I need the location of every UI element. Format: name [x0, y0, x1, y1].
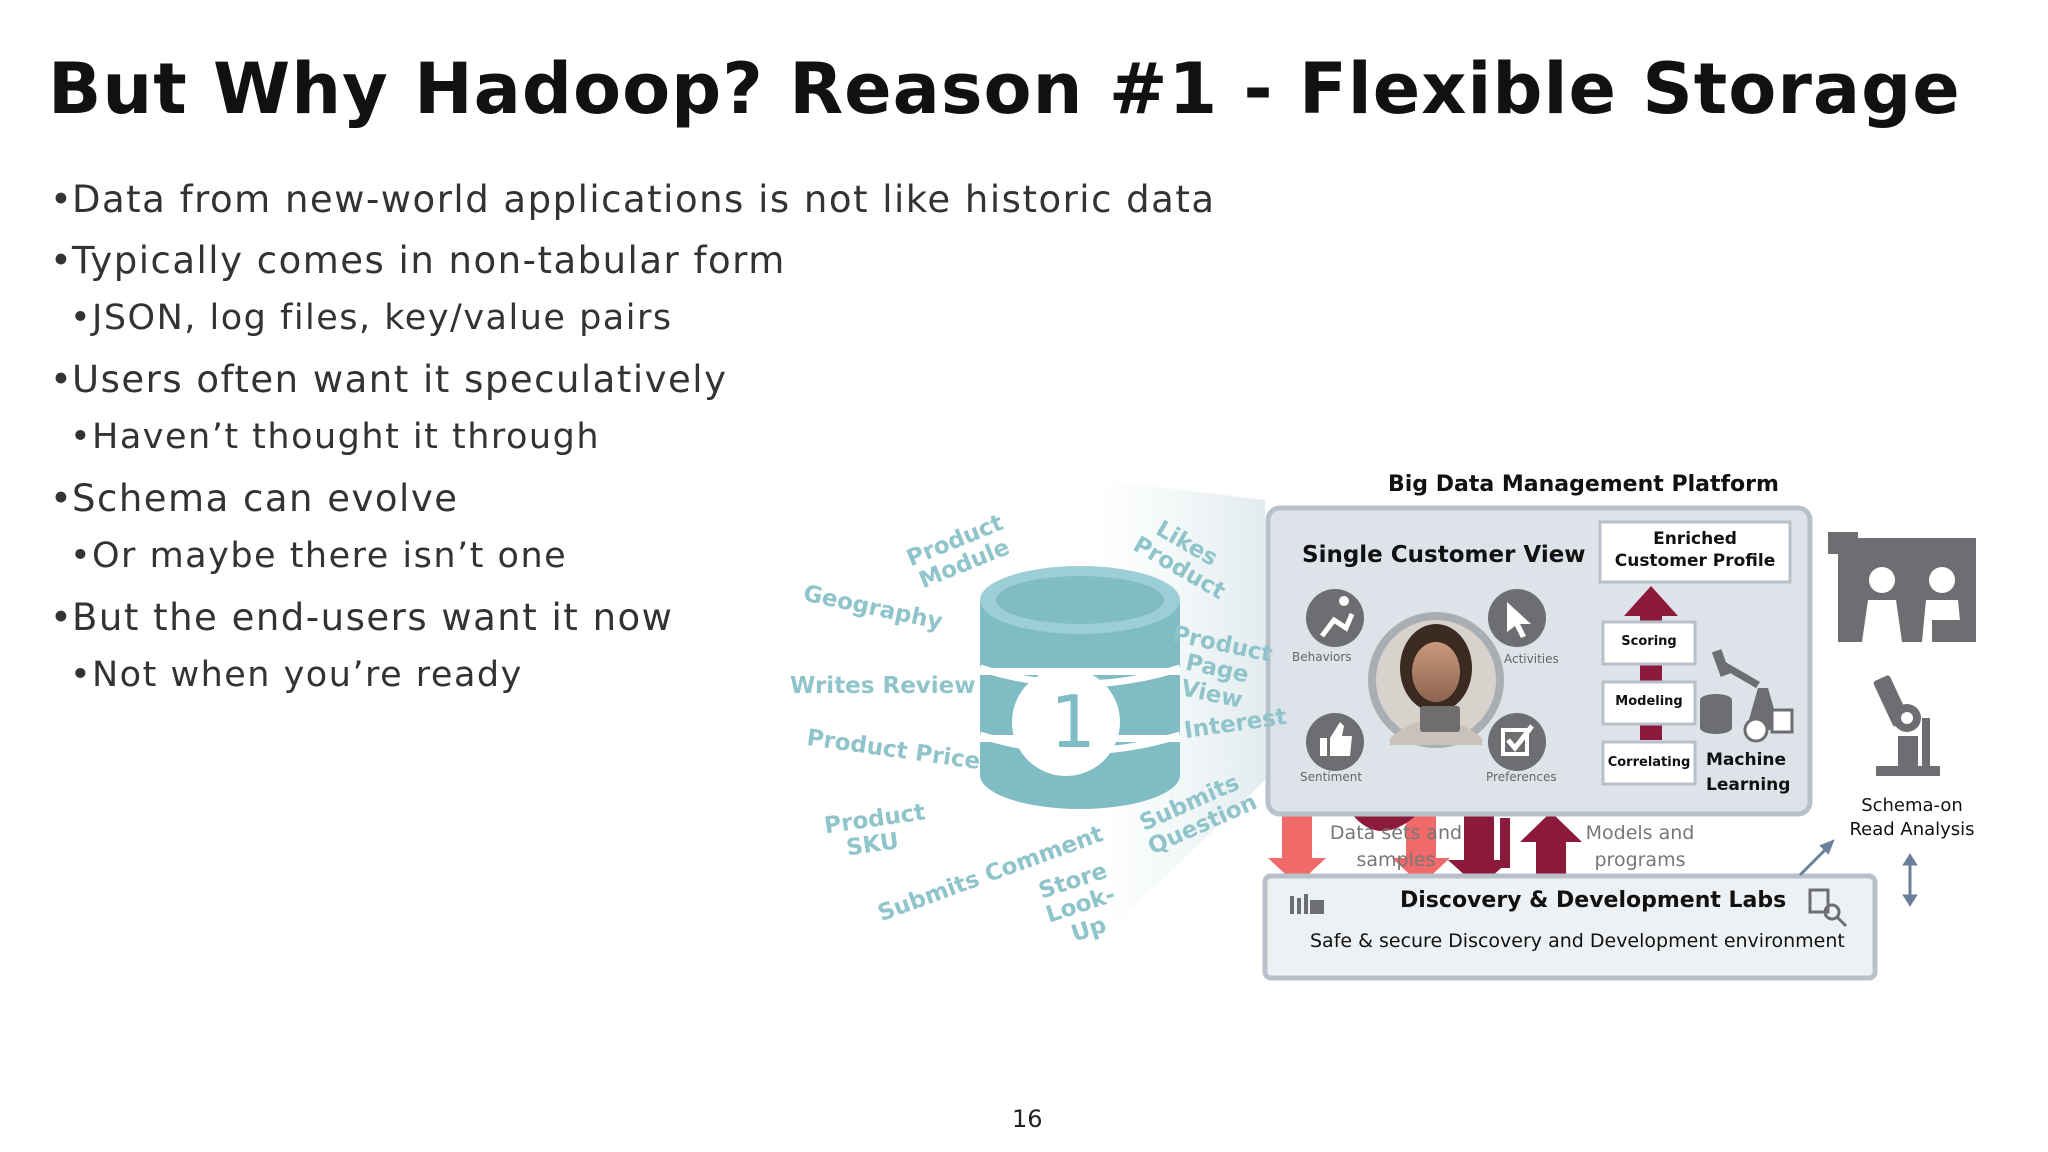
sub-bullet-item: •Or maybe there isn’t one [70, 536, 567, 576]
bullet-text: Schema can evolve [72, 477, 459, 520]
machine-learning-icon [1700, 649, 1794, 743]
bullet-dot: • [50, 596, 74, 639]
sentiment-icon [1306, 713, 1364, 771]
library-icon [1290, 894, 1324, 914]
bullet-dot: • [70, 655, 93, 695]
bullet-text: Not when you’re ready [92, 655, 523, 695]
page-number: 16 [1012, 1105, 1043, 1133]
activities-label: Activities [1504, 652, 1559, 666]
bullet-text: JSON, log files, key/value pairs [92, 298, 673, 338]
bullet-text: Data from new-world applications is not … [72, 178, 1216, 221]
enriched-profile-label: Enriched Customer Profile [1614, 529, 1776, 572]
customer-photo [1368, 612, 1504, 748]
bullet-text: Typically comes in non-tabular form [72, 239, 786, 282]
platform-title: Big Data Management Platform [1388, 472, 1779, 497]
step-correlating: Correlating [1607, 755, 1691, 770]
bullet-dot: • [50, 239, 74, 282]
sub-bullet-item: •JSON, log files, key/value pairs [70, 298, 673, 338]
behaviors-icon [1306, 589, 1364, 647]
bullet-item: •But the end-users want it now [50, 596, 673, 639]
preferences-icon [1488, 713, 1546, 771]
search-document-icon [1808, 888, 1848, 928]
bullet-item: •Data from new-world applications is not… [50, 178, 1216, 221]
slide-title: But Why Hadoop? Reason #1 - Flexible Sto… [48, 48, 1961, 130]
cloud-word-product-price: Product Price [805, 724, 982, 776]
bullet-dot: • [70, 536, 93, 576]
step-scoring: Scoring [1621, 634, 1677, 649]
presentation-icon [1828, 532, 1976, 642]
bullet-item: •Users often want it speculatively [50, 358, 727, 401]
bullet-dot: • [50, 178, 74, 221]
datasets-label: Data sets and samples [1329, 822, 1463, 871]
cloud-word-submits-question: Submits Question [1135, 769, 1262, 861]
cylinder-number: 1 [1050, 680, 1096, 764]
bullet-dot: • [50, 477, 74, 520]
cloud-word-likes-product: Likes Product [1128, 515, 1230, 606]
labs-title: Discovery & Development Labs [1400, 888, 1787, 913]
bullet-dot: • [50, 358, 74, 401]
models-label: Models and programs [1585, 822, 1695, 871]
bullet-text: Haven’t thought it through [92, 417, 601, 457]
sub-bullet-item: •Not when you’re ready [70, 655, 523, 695]
microscope-icon [1873, 675, 1940, 776]
sub-bullet-item: •Haven’t thought it through [70, 417, 600, 457]
bullet-text: Users often want it speculatively [72, 358, 728, 401]
bullet-dot: • [70, 298, 93, 338]
cloud-word-store-lookup: Store Look-Up [1035, 858, 1119, 948]
cloud-word-product-sku: Product SKU [822, 799, 927, 862]
step-arrow [1624, 586, 1678, 740]
cloud-word-writes-review: Writes Review [790, 673, 976, 699]
thin-arrows [1798, 839, 1918, 907]
labs-subtitle: Safe & secure Discovery and Development … [1310, 930, 1845, 952]
bullet-dot: • [70, 417, 93, 457]
activities-icon [1488, 589, 1546, 647]
sentiment-label: Sentiment [1300, 770, 1363, 784]
cloud-word-product-module: Product Module [903, 509, 1014, 595]
cloud-word-product-page-view: Product Page View [1170, 621, 1275, 714]
single-customer-view-label: Single Customer View [1302, 542, 1586, 568]
bullet-item: •Typically comes in non-tabular form [50, 239, 786, 282]
bullet-item: •Schema can evolve [50, 477, 459, 520]
bullet-text: But the end-users want it now [72, 596, 674, 639]
preferences-label: Preferences [1486, 770, 1557, 784]
behaviors-label: Behaviors [1292, 650, 1352, 664]
bullet-text: Or maybe there isn’t one [92, 536, 568, 576]
step-modeling: Modeling [1615, 694, 1683, 709]
machine-learning-label: Machine Learning [1706, 750, 1791, 795]
schema-label: Schema-on Read Analysis [1849, 795, 1975, 841]
